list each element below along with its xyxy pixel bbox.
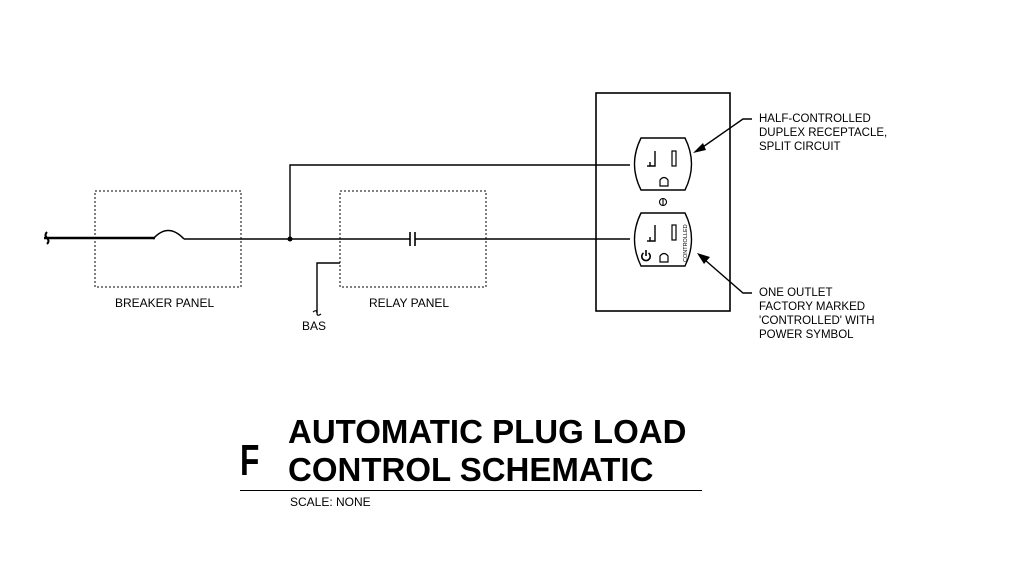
outlet-note-line: 'CONTROLLED' WITH	[759, 315, 875, 327]
receptacle-note: HALF-CONTROLLED DUPLEX RECEPTACLE, SPLIT…	[759, 112, 887, 154]
controlled-outlet-ground-hole	[659, 252, 669, 263]
outlet-note-line: FACTORY MARKED	[759, 301, 866, 313]
uncontrolled-outlet-face	[633, 137, 693, 191]
controlled-mark: CONTROLLED	[683, 224, 689, 262]
uncontrolled-outlet-slot	[671, 150, 677, 167]
outlet-note-leader	[704, 259, 752, 294]
outlet-note-line: POWER SYMBOL	[759, 329, 854, 341]
device-box	[595, 92, 731, 312]
uncontrolled-outlet-t-slot	[649, 151, 656, 167]
receptacle-note-leader	[699, 118, 752, 150]
controlled-outlet	[633, 212, 693, 267]
detail-letter: F	[240, 436, 260, 485]
receptacle-note-line: SPLIT CIRCUIT	[759, 141, 841, 153]
power-symbol-icon	[641, 250, 651, 262]
outlet-note-line: ONE OUTLET	[759, 287, 833, 299]
relay-panel-label: RELAY PANEL	[369, 296, 450, 310]
bas-control-wire	[316, 262, 340, 313]
mounting-screw-icon	[658, 197, 668, 207]
controlled-outlet-t-slot	[649, 225, 656, 242]
feeder-break-symbol	[44, 231, 50, 245]
title-line-1: AUTOMATIC PLUG LOAD	[288, 413, 687, 450]
controlled-outlet-face	[633, 212, 693, 267]
bas-label: BAS	[302, 319, 327, 333]
outlet-note-arrowhead	[697, 253, 710, 264]
controlled-outlet-slot	[671, 224, 677, 241]
scale-note: SCALE: NONE	[290, 495, 371, 509]
uncontrolled-outlet	[633, 137, 693, 191]
breaker-panel-label: BREAKER PANEL	[115, 296, 215, 310]
bas-wire-end-symbol	[312, 310, 322, 316]
receptacle-note-line: DUPLEX RECEPTACLE,	[759, 127, 888, 139]
receptacle-note-line: HALF-CONTROLLED	[759, 113, 871, 125]
title-underline	[240, 490, 702, 491]
outlet-note: ONE OUTLET FACTORY MARKED 'CONTROLLED' W…	[759, 286, 875, 342]
title-line-2: CONTROL SCHEMATIC	[288, 451, 654, 488]
wire-to-uncontrolled-outlet	[289, 164, 630, 239]
circuit-breaker-symbol	[152, 229, 185, 240]
receptacle-note-arrowhead	[693, 143, 706, 153]
uncontrolled-outlet-ground-hole	[659, 176, 669, 187]
